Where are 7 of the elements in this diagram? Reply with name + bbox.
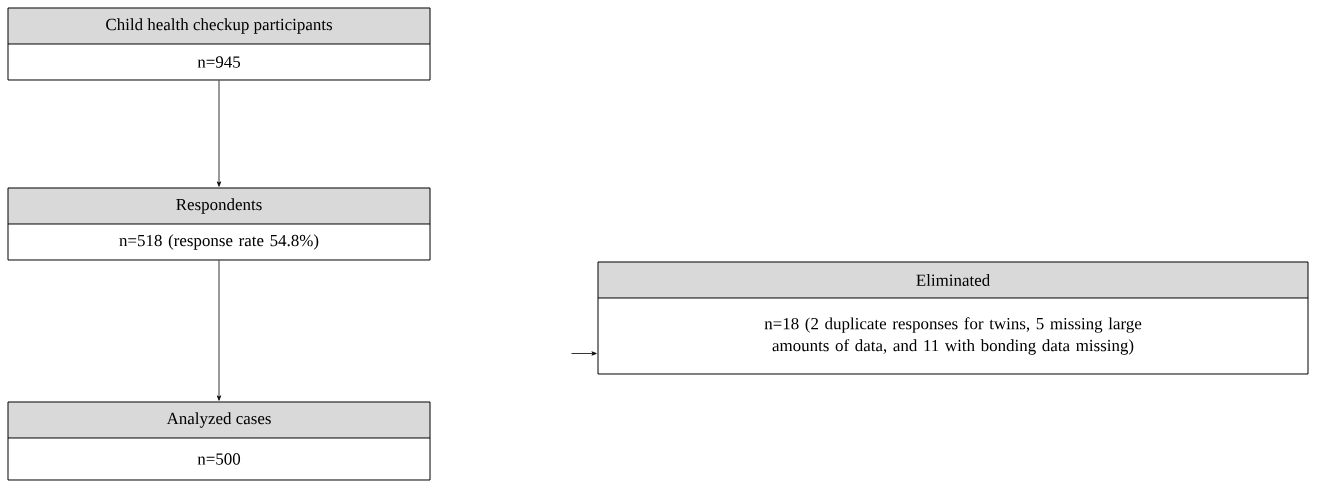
flow-box: Analyzed cases n=500: [7, 401, 431, 481]
arrow: [216, 80, 222, 187]
arrow: [571, 351, 597, 356]
flow-box: Child health checkup participants n=945: [7, 7, 431, 81]
flow-box: Eliminated n=18 (2 duplicate responses for twins, 5 missing large amounts of data, and 11 with bonding data missing): [597, 261, 1309, 375]
arrow: [216, 260, 222, 401]
flow-box: Respondents n=518 (response rate 54.8%): [7, 187, 431, 261]
